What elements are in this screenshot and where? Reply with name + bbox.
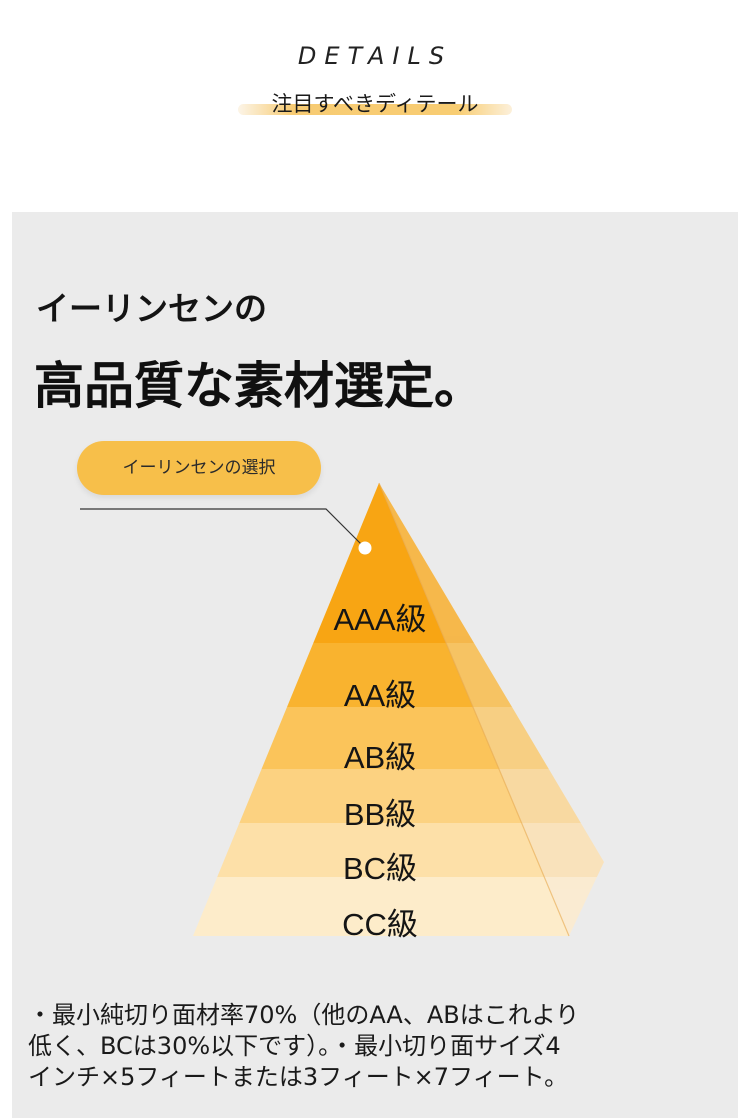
callout-dot	[358, 541, 372, 555]
header: DETAILS 注目すべきディテール	[0, 0, 750, 212]
selection-badge-label: イーリンセンの選択	[122, 458, 276, 478]
pyramid-edge	[378, 482, 570, 937]
tier-label-aaa: AAA級	[333, 602, 427, 637]
tier-label-ab: AB級	[343, 740, 417, 775]
brush-stroke-underline	[238, 104, 512, 115]
tier-label-bc: BC級	[342, 851, 418, 886]
callout-line	[80, 508, 363, 546]
tier-label-aa: AA級	[343, 678, 417, 713]
tier-band-6	[193, 877, 569, 936]
description-line: ・最小純切り面材率70%（他のAA、ABはこれより	[28, 1001, 580, 1029]
tier-label-bb: BB級	[343, 797, 417, 832]
section-subtitle: 注目すべきディテール	[271, 92, 479, 116]
tier-label-cc: CC級	[342, 907, 418, 942]
section-title: DETAILS	[297, 42, 453, 70]
description: ・最小純切り面材率70%（他のAA、ABはこれより 低く、BCは30%以下です）…	[28, 1000, 728, 1093]
selection-badge: イーリンセンの選択	[77, 441, 321, 495]
description-line: インチ×5フィートまたは3フィート×7フィート。	[28, 1063, 569, 1091]
description-line: 低く、BCは30%以下です）。・最小切り面サイズ4	[28, 1032, 561, 1060]
tier-band-5	[193, 823, 569, 877]
brand-eyebrow: イーリンセンの	[36, 289, 267, 328]
headline: 高品質な素材選定。	[34, 357, 484, 415]
